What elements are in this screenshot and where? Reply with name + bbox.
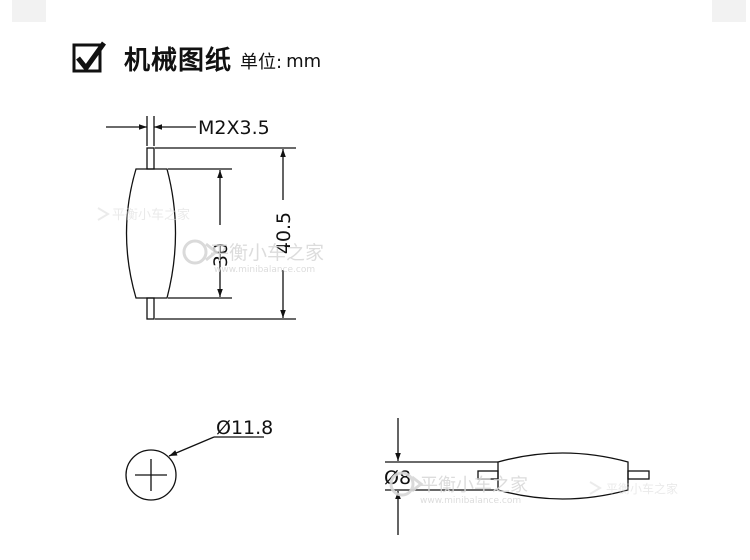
body-length-label: 30	[210, 243, 232, 267]
checkbox-checked-icon	[72, 41, 106, 73]
roller-end-circle	[125, 449, 177, 501]
drawing-header: 机械图纸 单位: mm	[72, 38, 321, 78]
watermark-name: 平衡小车之家	[210, 242, 324, 264]
right-shaft-stub	[627, 470, 650, 480]
bottom-shaft-stub	[146, 297, 155, 320]
watermark-name-faint: 平衡小车之家	[112, 207, 190, 223]
watermark-primary: 平衡小车之家 www.minibalance.com	[182, 239, 324, 275]
watermark-bottom-logo-icon	[389, 471, 424, 497]
roller-body	[125, 168, 177, 299]
top-right-corner-block	[712, 0, 746, 22]
shaft-diameter-label: Ø8	[384, 467, 411, 489]
roller-diameter-label: Ø11.8	[216, 417, 273, 439]
watermark-bottom-name: 平衡小车之家	[420, 475, 528, 496]
total-length-label: 40.5	[273, 212, 295, 254]
roller-body-horizontal	[497, 452, 629, 500]
page-title: 机械图纸	[124, 45, 233, 76]
unit-label: 单位:	[240, 52, 283, 73]
watermark-faint-top: 平衡小车之家	[97, 207, 190, 223]
watermark-faint-right: 平衡小车之家	[589, 481, 678, 496]
diameter-leader-arrow	[168, 436, 215, 457]
top-left-corner-block	[12, 0, 46, 22]
front-view	[106, 116, 296, 320]
watermark-bottom: 平衡小车之家 www.minibalance.com	[389, 471, 528, 506]
top-view	[385, 418, 650, 535]
side-view	[125, 436, 264, 501]
watermark-name-faint-right: 平衡小车之家	[606, 481, 678, 496]
watermark-url: www.minibalance.com	[214, 265, 315, 275]
unit-value: mm	[286, 50, 322, 72]
watermark-bottom-url: www.minibalance.com	[420, 496, 521, 506]
watermark-logo-icon	[182, 239, 219, 265]
top-shaft-stub	[146, 147, 155, 170]
thread-dimension-label: M2X3.5	[198, 117, 270, 139]
